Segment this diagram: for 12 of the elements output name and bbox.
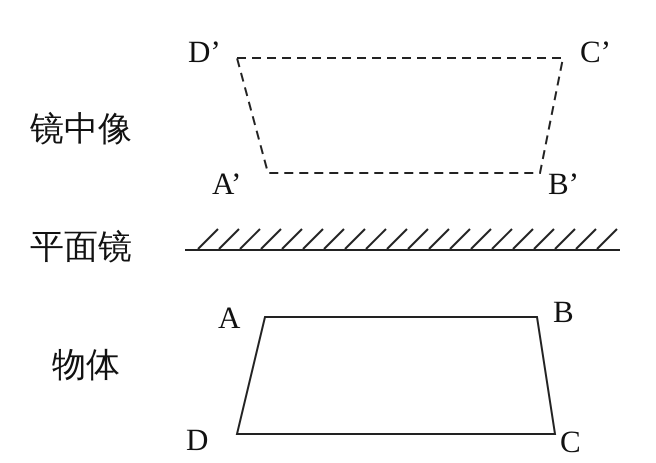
vertex-label: C’ — [580, 36, 611, 67]
vertex-label: A — [218, 302, 240, 333]
vertex-label: C — [560, 426, 581, 457]
vertex-label: D’ — [188, 36, 221, 67]
mirror-image-trapezoid — [236, 57, 564, 174]
vertex-label: A’ — [212, 168, 242, 199]
object-label: 物体 — [52, 348, 120, 382]
mirror-label: 平面镜 — [30, 230, 132, 264]
vertex-label: B — [553, 296, 574, 327]
vertex-label: D — [186, 424, 208, 455]
image-label: 镜中像 — [30, 112, 132, 146]
vertex-label: B’ — [548, 168, 579, 199]
